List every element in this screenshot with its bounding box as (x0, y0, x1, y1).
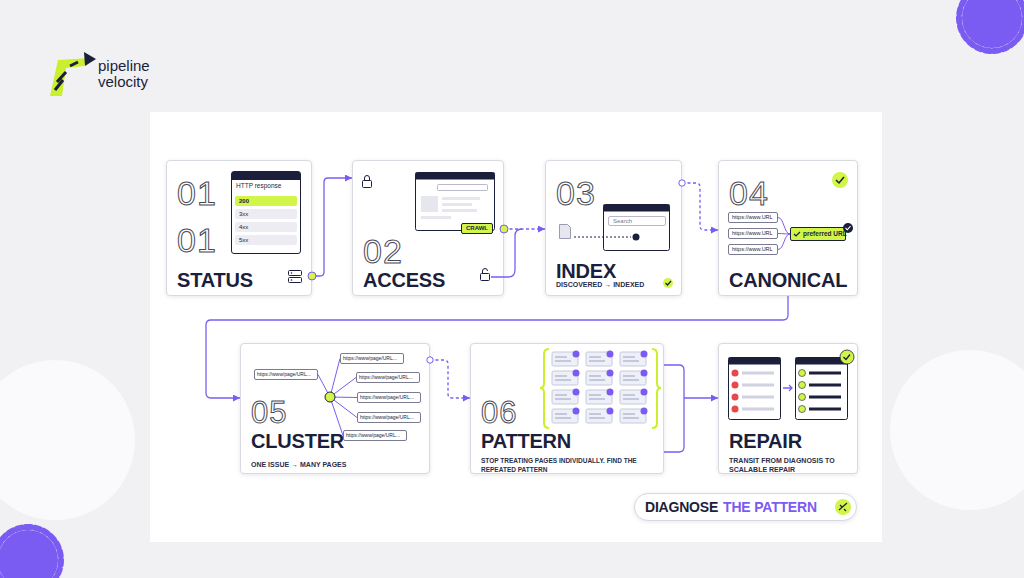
url-pill: https://www/page/URL... (357, 392, 421, 403)
brand-name: pipeline velocity (98, 58, 173, 90)
flow-arrow (312, 178, 352, 276)
step-note: TRANSIT FROM DIAGNOSIS TO SCALABLE REPAI… (729, 456, 851, 475)
step-card: 05CLUSTERONE ISSUE → MANY PAGEShttps://w… (240, 343, 430, 474)
step-title: STATUS (177, 270, 307, 290)
status-code: 3xx (235, 209, 297, 219)
step-number: 01 (177, 223, 237, 257)
url-text: https://www.URL (732, 229, 778, 238)
status-code: 200 (235, 196, 297, 206)
step-title: REPAIR (729, 431, 854, 451)
step-title: INDEX (556, 261, 681, 281)
slogan-badge: DIAGNOSE THE PATTERN (634, 493, 857, 521)
merge-line (778, 218, 790, 235)
url-text: https://www/page/URL... (360, 413, 420, 422)
step-number: 04 (729, 176, 789, 210)
step-title: PATTERN (481, 431, 661, 451)
url-text: https://www.URL (732, 213, 778, 222)
http-window: HTTP response 200 3xx 4xx 5xx (231, 171, 301, 254)
badge-text: THE PATTERN (723, 500, 817, 514)
url-pill: https://www/page/URL... (343, 430, 407, 441)
url-pill: https://www.URL (728, 244, 778, 255)
url-pill: https://www/page/URL... (340, 353, 404, 364)
step-number: 01 (177, 176, 237, 210)
flow-arrow (664, 365, 718, 452)
url-text: https://www/page/URL... (257, 370, 317, 379)
flow-arrow (504, 228, 545, 229)
step-title: CANONICAL (729, 270, 857, 290)
search-bar: Search (608, 216, 666, 226)
url-text: https://www/page/URL... (346, 431, 406, 440)
search-text: Search (613, 217, 653, 225)
status-code: 4xx (235, 222, 297, 232)
flow-arrow (430, 360, 470, 398)
url-text: https://www/page/URL... (343, 354, 403, 363)
url-pill: https://www/page/URL... (356, 372, 420, 383)
step-number: 05 (251, 397, 311, 428)
step-card: 02ACCESS CRAWL (352, 160, 504, 296)
crawl-tag: CRAWL (461, 223, 493, 234)
url-text: https://www/page/URL... (359, 373, 419, 382)
url-text: https://www.URL (732, 245, 778, 254)
status-code: 5xx (235, 235, 297, 245)
step-card: 01 01STATUS HTTP response 200 3xx 4xx 5xx (166, 160, 312, 296)
url-pill: https://www/page/URL... (357, 412, 421, 423)
flow-arrow (682, 183, 718, 230)
window-title: HTTP response (236, 183, 296, 190)
step-number: 02 (363, 234, 423, 268)
step-title: ACCESS (363, 270, 503, 290)
step-note: STOP TREATING PAGES INDIVIDUALLY. FIND T… (481, 456, 646, 474)
step-card: 06PATTERN STOP TREATING PAGES INDIVIDUALL… (470, 343, 664, 474)
url-text: https://www/page/URL... (360, 393, 420, 402)
step-note: DISCOVERED → INDEXED (556, 280, 676, 289)
preferred-url: preferred URL (790, 227, 846, 241)
merge-line (778, 234, 790, 250)
step-card: REPAIR TRANSIT FROM DIAGNOSIS TO SCALABLE… (718, 343, 858, 474)
url-text: preferred URL (803, 228, 845, 240)
badge-text: DIAGNOSE (645, 500, 718, 514)
merge-line (778, 233, 790, 235)
flow-arrow (206, 296, 788, 398)
step-note: ONE ISSUE → MANY PAGES (251, 460, 421, 469)
step-number: 03 (556, 176, 616, 210)
tag-text: CRAWL (462, 224, 492, 233)
step-card: 03INDEXDISCOVERED → INDEXED Search (545, 160, 682, 296)
url-pill: https://www/page/URL... (254, 369, 318, 380)
logo-mark (50, 52, 96, 96)
step-number: 06 (481, 397, 541, 428)
url-pill: https://www.URL (728, 228, 778, 239)
url-pill: https://www.URL (728, 212, 778, 223)
step-card: 04CANONICAL https://www.URL https://www.UR… (718, 160, 858, 296)
